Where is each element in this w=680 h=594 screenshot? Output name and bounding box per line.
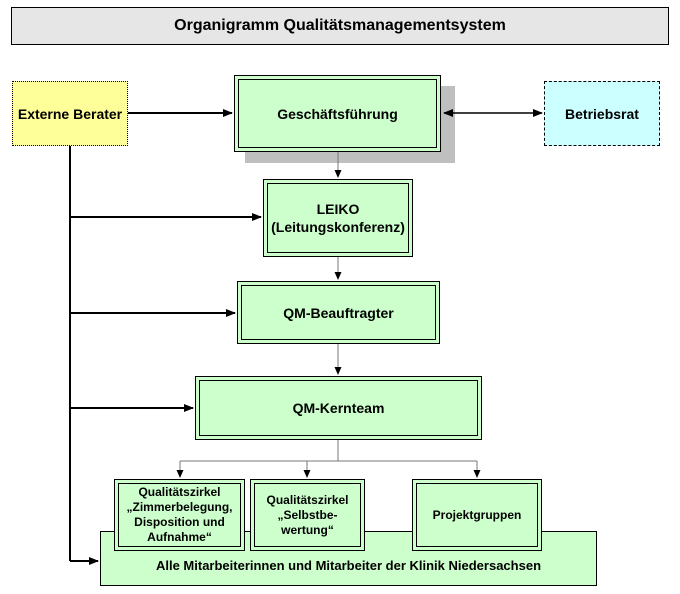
qm-kernteam-box: QM-Kernteam bbox=[195, 376, 482, 440]
zirkel1-line2: „Zimmerbelegung, bbox=[126, 500, 233, 514]
zirkel2-line3: wertung“ bbox=[281, 522, 334, 537]
qm-beauftragter-box: QM-Beauftragter bbox=[237, 281, 440, 344]
zirkel2-line1: Qualitätszirkel bbox=[266, 492, 349, 507]
diagram-title: Organigramm Qualitätsmanagementsystem bbox=[11, 7, 669, 45]
zirkel1-line1: Qualitätszirkel bbox=[138, 485, 221, 499]
qualitaetszirkel-zimmerbelegung-box: Qualitätszirkel „Zimmerbelegung, Disposi… bbox=[114, 479, 245, 551]
zirkel2-line2: „Selbstbe- bbox=[277, 507, 338, 522]
projektgruppen-box: Projektgruppen bbox=[412, 479, 542, 551]
zirkel1-line4: Aufnahme“ bbox=[147, 530, 212, 544]
zirkel1-line3: Disposition und bbox=[134, 515, 225, 529]
leiko-label: LEIKO bbox=[316, 201, 360, 217]
externe-berater-box: Externe Berater bbox=[12, 81, 128, 146]
geschaeftsfuehrung-box: Geschäftsführung bbox=[234, 75, 441, 152]
leiko-sublabel: (Leitungskonferenz) bbox=[271, 219, 405, 235]
betriebsrat-box: Betriebsrat bbox=[544, 81, 660, 146]
qualitaetszirkel-selbstbewertung-box: Qualitätszirkel „Selbstbe- wertung“ bbox=[250, 479, 365, 551]
leiko-box: LEIKO (Leitungskonferenz) bbox=[263, 179, 413, 257]
